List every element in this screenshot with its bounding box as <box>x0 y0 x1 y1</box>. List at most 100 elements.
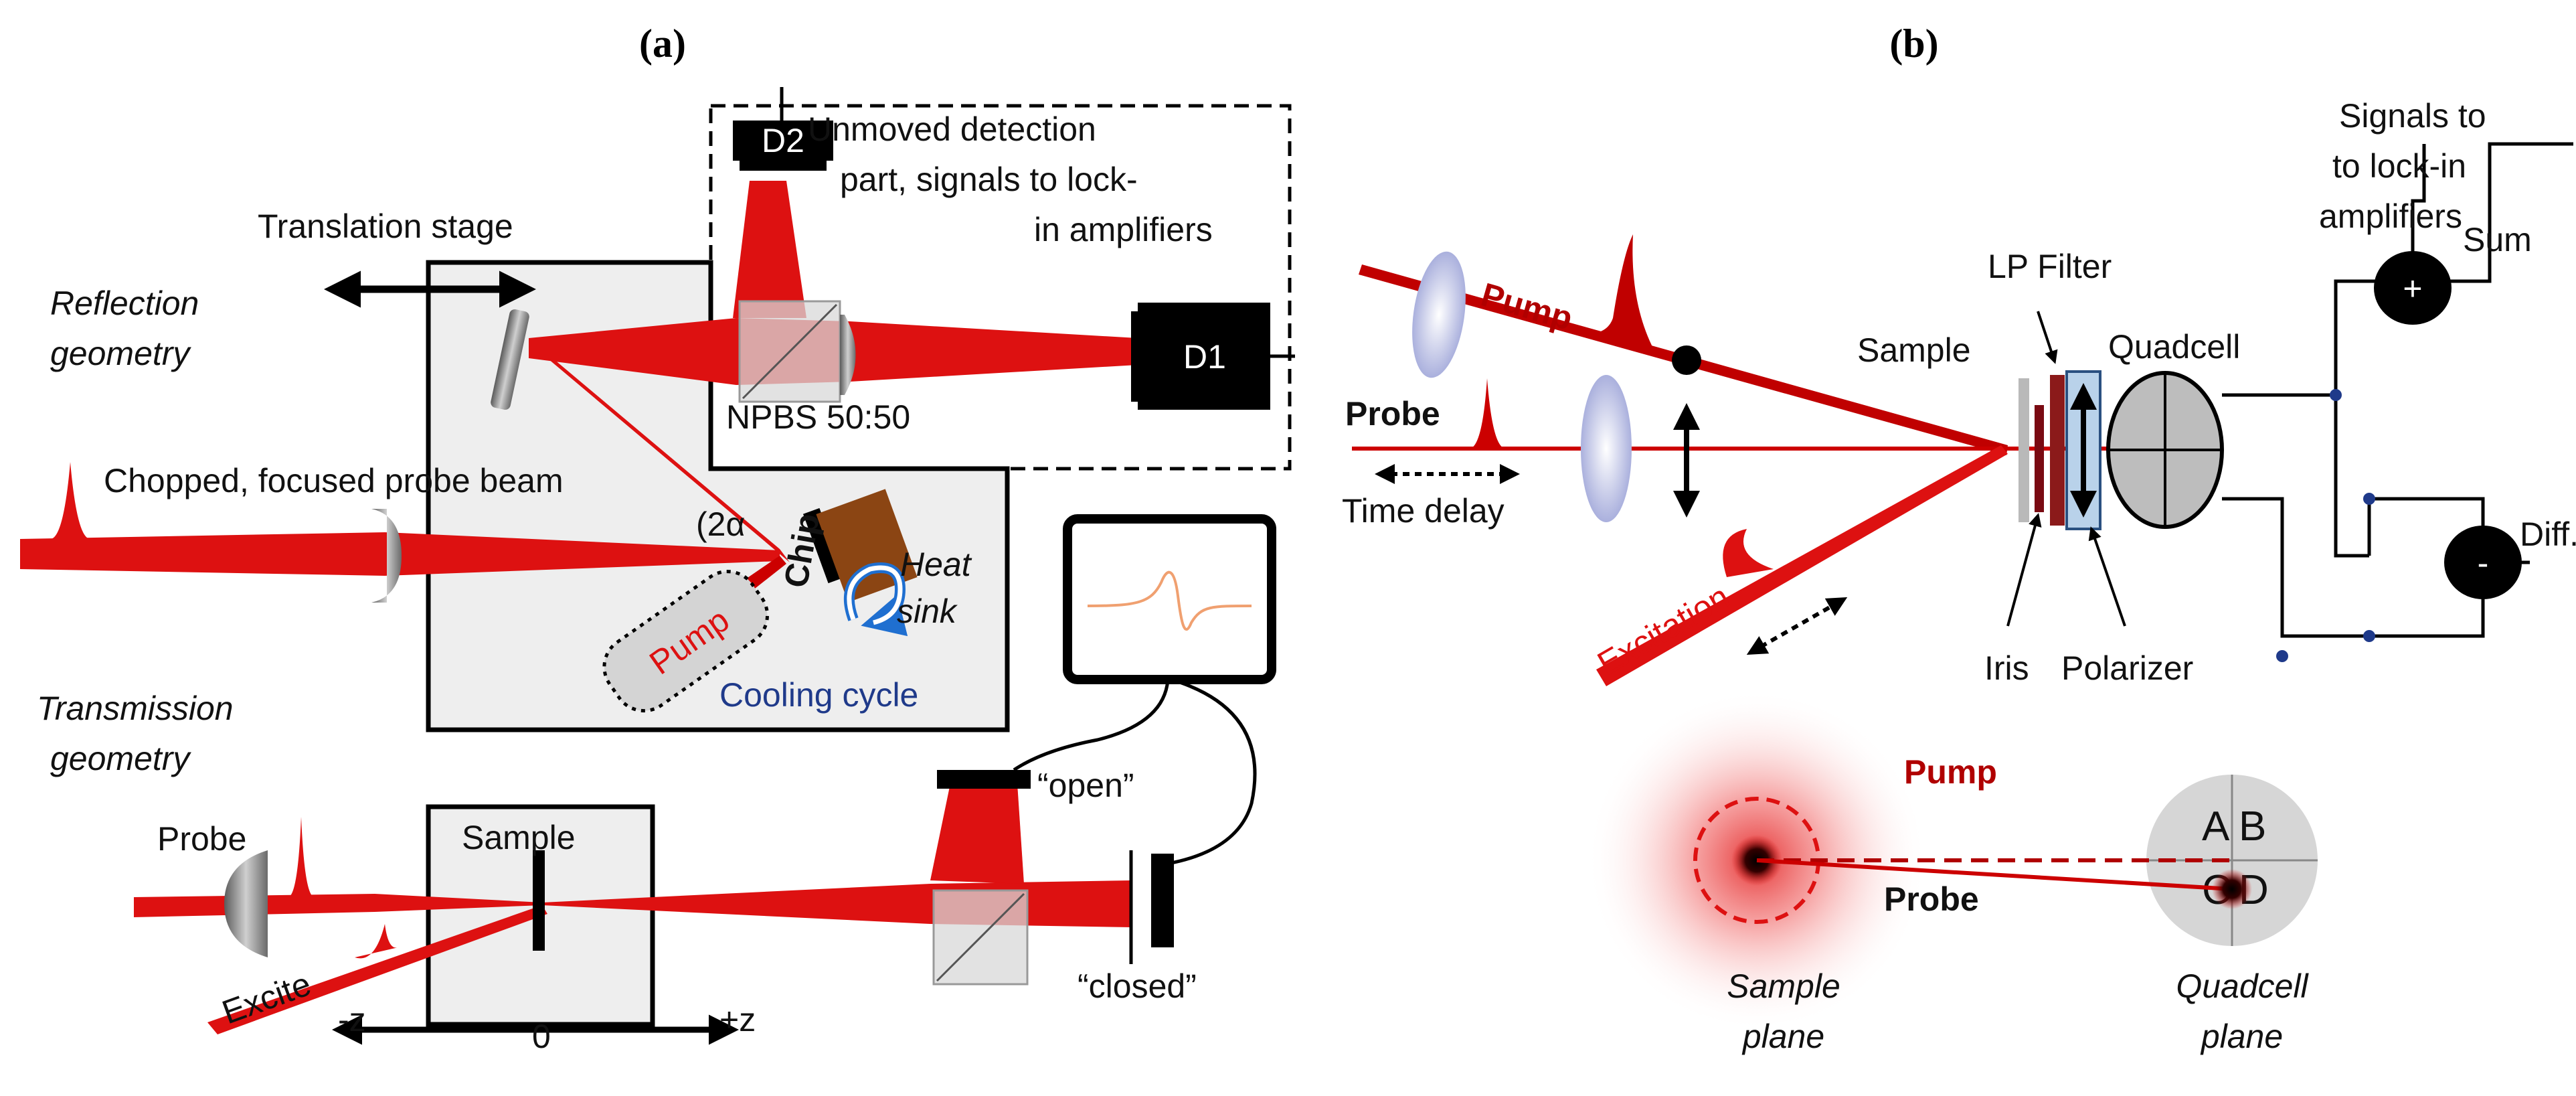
panel-b-label: (b) <box>1889 21 1938 66</box>
diff-label: Diff. <box>2520 516 2576 553</box>
quadcell-plane-line-2: plane <box>2200 1018 2283 1055</box>
diff-sign: - <box>2478 544 2489 582</box>
sample-plane-line-1: Sample <box>1727 967 1840 1005</box>
deflection-line <box>1756 858 2233 891</box>
cooling-cycle-label: Cooling cycle <box>719 676 918 714</box>
probe-beam-label: Chopped, focused probe beam <box>104 462 564 499</box>
heat-sink-line-1: Heat <box>900 546 972 583</box>
node-4 <box>2276 650 2288 662</box>
readout-circuit <box>2222 142 2573 638</box>
transmission-probe-pulse <box>288 817 315 897</box>
axis-plus-label: +z <box>719 1001 756 1038</box>
probe-lens <box>1581 375 1632 522</box>
monitor-cable-closed <box>1167 678 1257 866</box>
translation-stage-label: Translation stage <box>258 208 513 245</box>
detector-closed <box>1151 854 1174 947</box>
closed-label: “closed” <box>1078 967 1197 1005</box>
transmission-geometry-line-2: geometry <box>50 740 191 777</box>
detector-open <box>937 770 1031 789</box>
node-2 <box>2363 630 2375 642</box>
inset-probe-label: Probe <box>1884 880 1979 918</box>
excite-label: Excite <box>218 965 316 1031</box>
signals-line-2: to lock-in <box>2332 147 2466 185</box>
monitor-cable-open <box>1013 679 1170 772</box>
detector-d1-label: D1 <box>1183 338 1226 376</box>
curved-mirror <box>491 309 529 410</box>
probe-label-b: Probe <box>1345 395 1440 433</box>
signals-line-1: Signals to <box>2339 97 2486 135</box>
open-label: “open” <box>1037 767 1134 804</box>
probe-pulse-a <box>50 462 90 539</box>
node-3 <box>2363 493 2375 505</box>
inset-pump-label: Pump <box>1904 753 1997 791</box>
detector-d1-window <box>1131 311 1139 402</box>
transmission-sample <box>533 850 545 951</box>
probe-focus-lens <box>371 509 402 603</box>
monitor-signal-trace <box>1087 570 1252 631</box>
transmission-excite-pulse <box>355 924 398 959</box>
detection-box-line-3: in amplifiers <box>1034 211 1213 248</box>
transmission-lens <box>224 850 268 957</box>
lp-filter-pointer <box>2037 311 2058 364</box>
detector-d2 <box>733 121 833 161</box>
lp-filter <box>2050 375 2065 526</box>
transmission-npbs-diagonal <box>936 892 1025 982</box>
quadrant-b: B <box>2239 803 2266 850</box>
sum-label: Sum <box>2463 221 2532 258</box>
time-delay-label: Time delay <box>1342 492 1505 530</box>
detection-box <box>709 104 1292 471</box>
sum-amplifier <box>2374 251 2452 325</box>
excitation-pulse <box>1723 529 1774 577</box>
chip <box>802 507 845 584</box>
sample-plane-line-2: plane <box>1741 1018 1824 1055</box>
quadcell-plane-line-1: Quadcell <box>2176 967 2309 1005</box>
pump-label-b: Pump <box>1477 276 1577 337</box>
transmission-geometry-line-1: Transmission <box>37 690 234 727</box>
transmission-probe-label: Probe <box>157 820 246 858</box>
panel-b: (b) <box>1342 21 2576 1055</box>
panel-a: (a) D2 D1 <box>20 21 1295 1055</box>
transmission-beams <box>134 783 1131 1034</box>
excitation-label: Excitation <box>1592 578 1736 683</box>
heat-sink-line-2: sink <box>897 593 958 630</box>
node-1 <box>2330 389 2342 401</box>
reflection-geometry-line-1: Reflection <box>50 285 199 322</box>
detection-box-line-2: part, signals to lock- <box>840 161 1138 198</box>
quadrant-a: A <box>2202 803 2230 850</box>
axis-minus-label: -z <box>338 1001 366 1038</box>
focus-lens-d1 <box>840 315 856 395</box>
iris-pointer <box>2006 513 2042 627</box>
excitation-beam <box>1596 445 2008 686</box>
polarizer-pointer <box>2088 526 2126 627</box>
sum-sign: + <box>2403 270 2422 307</box>
reflection-geometry-line-2: geometry <box>50 335 191 372</box>
excitation-arrow <box>1746 597 1848 655</box>
axis-zero-label: 0 <box>532 1018 551 1055</box>
detector-d2-base <box>740 161 827 171</box>
pump-focus-dot <box>1672 345 1701 375</box>
signal-monitor <box>1063 514 1276 684</box>
polarizer-label: Polarizer <box>2061 649 2193 687</box>
signals-line-3: amplifiers <box>2319 198 2462 235</box>
npbs-label: NPBS 50:50 <box>726 398 910 436</box>
cooling-cycle-arrow-core <box>847 565 903 625</box>
detection-box-line-1: Unmoved detection <box>808 110 1096 148</box>
npbs-diagonal <box>742 303 838 400</box>
pump-module <box>602 570 770 713</box>
iris-plate <box>2035 405 2044 512</box>
detector-d1 <box>1138 303 1270 410</box>
sample-plate <box>2019 378 2029 522</box>
lp-filter-label: LP Filter <box>1988 248 2112 285</box>
pump-lens <box>1412 251 1466 378</box>
detector-d2-label: D2 <box>762 122 804 159</box>
panel-a-label: (a) <box>639 21 686 66</box>
iris-label: Iris <box>1984 649 2029 687</box>
quadcell-label: Quadcell <box>2108 328 2240 366</box>
sample-label-b: Sample <box>1857 331 1971 369</box>
pump-pulse <box>1573 234 1653 348</box>
diff-amplifier <box>2444 526 2522 599</box>
quadcell-spot <box>2212 869 2252 909</box>
angle-label: (2α <box>696 505 745 543</box>
probe-pulse <box>1469 378 1506 449</box>
